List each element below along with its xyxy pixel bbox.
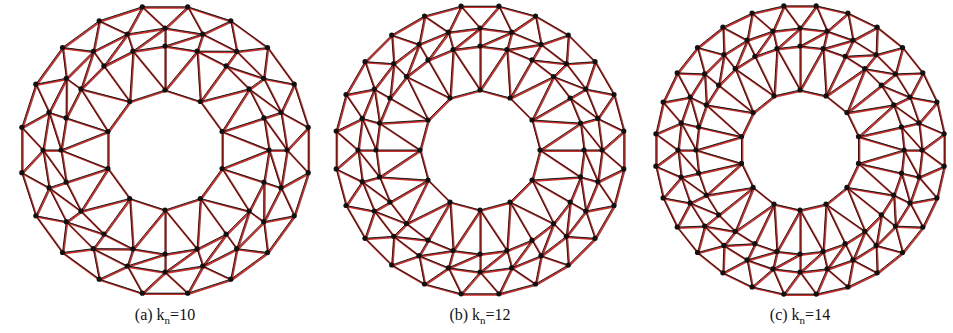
ring-truss [334,4,627,297]
caption-text: =12 [486,306,511,323]
caption-text: (c) k [770,306,800,323]
caption-subscript: n [480,314,486,326]
ring-truss [19,4,311,296]
ring-truss [653,3,946,296]
caption-text: =10 [170,306,195,323]
caption-subscript: n [165,314,171,326]
caption-subscript: n [800,314,806,326]
subfigure-caption: (a) kn=10 [135,306,195,326]
caption-text: =14 [805,306,830,323]
caption-text: (b) k [449,306,480,323]
subfigure-caption: (b) kn=12 [449,306,510,326]
caption-text: (a) k [135,306,165,323]
subfigure-caption: (c) kn=14 [770,306,830,326]
